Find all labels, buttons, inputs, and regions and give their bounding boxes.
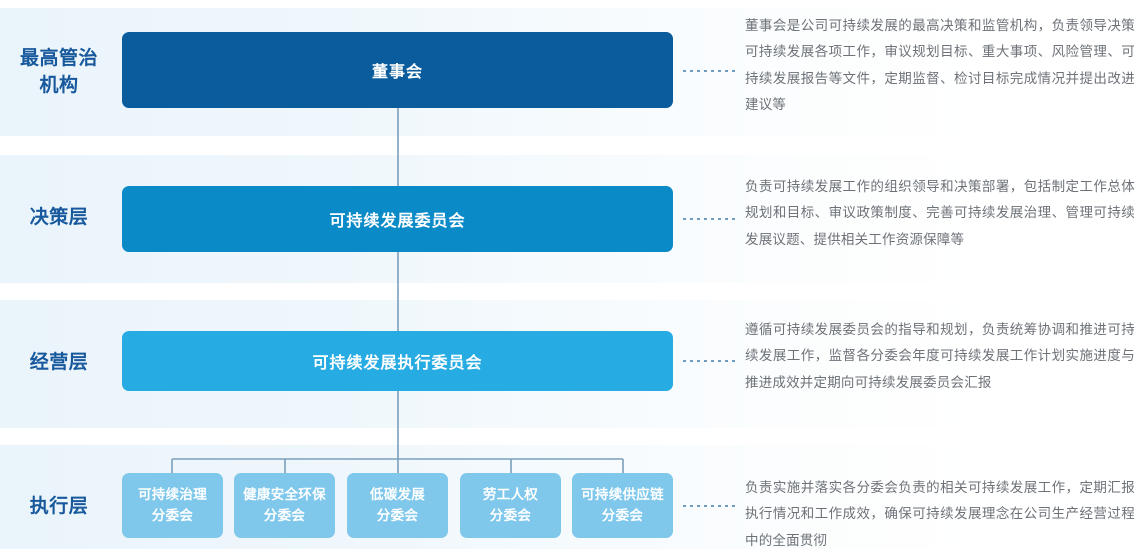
subcommittee-label-line-1: 低碳发展 xyxy=(369,486,426,502)
tier-label-line-1: 最高管治 xyxy=(19,48,98,69)
leader-dots-tier-4 xyxy=(683,505,735,507)
subcommittee-sustainable-supply-chain[interactable]: 可持续供应链 分委会 xyxy=(572,473,673,538)
leader-dots-tier-3 xyxy=(683,360,735,362)
subcommittee-label-line-1: 健康安全环保 xyxy=(243,486,326,502)
node-label: 董事会 xyxy=(371,64,423,81)
node-board-of-directors[interactable]: 董事会 xyxy=(122,32,673,108)
tier-label-highest-governance: 最高管治 机构 xyxy=(0,46,118,100)
subcommittee-label-line-1: 劳工人权 xyxy=(482,486,539,502)
subcommittee-low-carbon-development[interactable]: 低碳发展 分委会 xyxy=(347,473,448,538)
node-label: 可持续发展委员会 xyxy=(329,213,466,230)
subcommittee-labor-human-rights[interactable]: 劳工人权 分委会 xyxy=(460,473,561,538)
tier-label-management-layer: 经营层 xyxy=(0,350,118,377)
tier-label-line-1: 执行层 xyxy=(29,496,89,517)
description-tier-4: 负责实施并落实各分委会负责的相关可持续发展工作，定期汇报执行情况和工作成效，确保… xyxy=(745,480,1135,548)
tier-label-execution-layer: 执行层 xyxy=(0,494,118,521)
subcommittee-label-line-2: 分委会 xyxy=(489,507,532,523)
description-tier-1: 董事会是公司可持续发展的最高决策和监管机构，负责领导决策可持续发展各项工作，审议… xyxy=(745,18,1135,112)
node-sustainability-executive-committee[interactable]: 可持续发展执行委员会 xyxy=(122,331,673,391)
description-tier-2: 负责可持续发展工作的组织领导和决策部署，包括制定工作总体规划和目标、审议政策制度… xyxy=(745,179,1135,247)
subcommittee-label-line-2: 分委会 xyxy=(601,507,644,523)
subcommittee-health-safety-environment[interactable]: 健康安全环保 分委会 xyxy=(234,473,335,538)
subcommittee-sustainable-governance[interactable]: 可持续治理 分委会 xyxy=(122,473,223,538)
subcommittee-label-line-1: 可持续供应链 xyxy=(581,486,664,502)
subcommittee-label-line-1: 可持续治理 xyxy=(138,486,207,502)
leader-dots-tier-1 xyxy=(683,70,735,72)
node-label: 可持续发展执行委员会 xyxy=(312,355,483,372)
subcommittee-row: 可持续治理 分委会 健康安全环保 分委会 低碳发展 分委会 劳工人权 分委会 可… xyxy=(122,473,673,538)
tier-label-decision-layer: 决策层 xyxy=(0,205,118,232)
description-tier-3: 遵循可持续发展委员会的指导和规划，负责统筹协调和推进可持续发展工作，监督各分委会… xyxy=(745,322,1135,390)
tier-label-line-1: 经营层 xyxy=(29,352,89,373)
subcommittee-label-line-2: 分委会 xyxy=(376,507,419,523)
leader-dots-tier-2 xyxy=(683,218,735,220)
node-sustainability-committee[interactable]: 可持续发展委员会 xyxy=(122,186,673,252)
subcommittee-label-line-2: 分委会 xyxy=(151,507,194,523)
tier-label-line-1: 决策层 xyxy=(29,207,89,228)
tier-label-line-2: 机构 xyxy=(39,74,79,96)
subcommittee-label-line-2: 分委会 xyxy=(263,507,306,523)
